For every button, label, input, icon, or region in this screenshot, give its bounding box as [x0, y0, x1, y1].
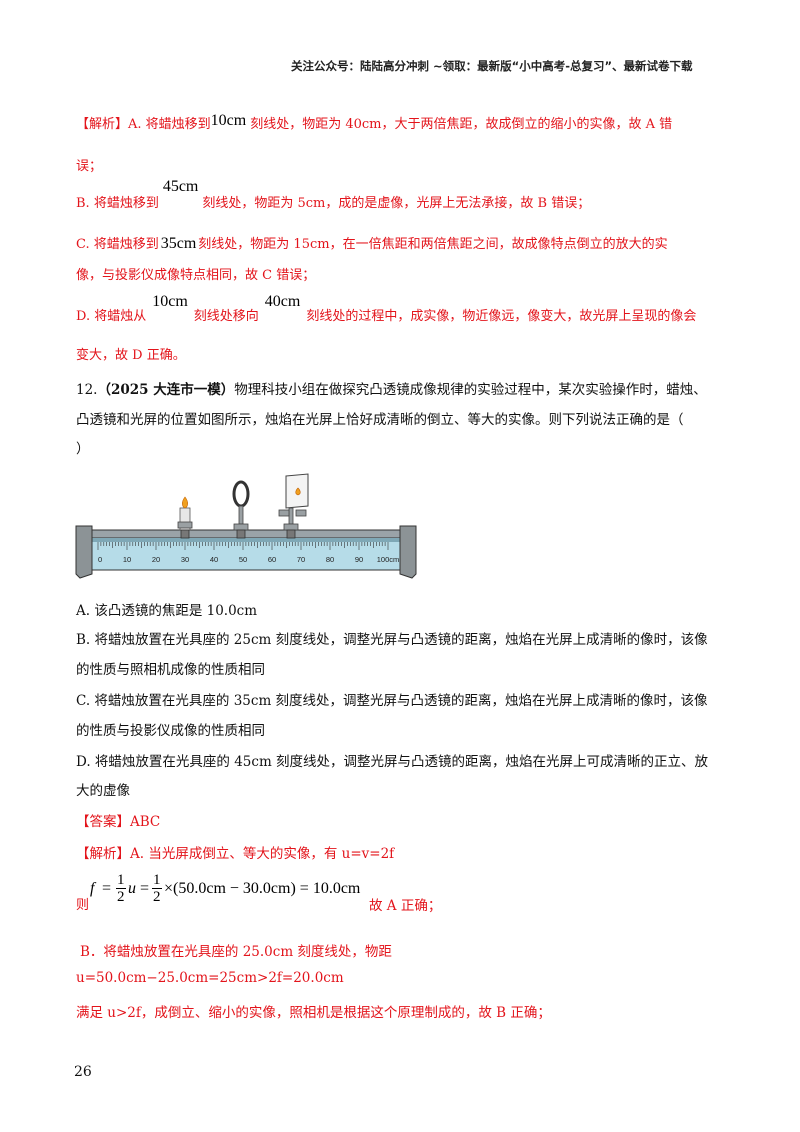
analysis-d-position-1: 10cm — [152, 293, 188, 310]
scale-tick-label: 80 — [326, 555, 334, 564]
option-c-line-2: 的性质与投影仪成像的性质相同 — [76, 723, 265, 739]
analysis-12-b-line-3: 满足 u>2f，成倒立、缩小的实像，照相机是根据这个原理制成的，故 B 正确； — [76, 1005, 551, 1021]
fraction-1-numerator: 1 — [116, 872, 126, 889]
fraction-1-denominator: 2 — [117, 889, 125, 905]
bench-scale-edge — [90, 538, 402, 542]
analysis-a-position: 10cm — [210, 112, 247, 129]
analysis-b-text-1: B. 将蜡烛移到 — [76, 196, 159, 211]
analysis-b-text-2: 刻线处，物距为 5cm，成的是虚像，光屏上无法承接，故 B 错误； — [202, 196, 591, 211]
answer-line: 【答案】ABC — [76, 814, 161, 830]
option-b-line-1: B. 将蜡烛放置在光具座的 25cm 刻度线处，调整光屏与凸透镜的距离，烛焰在光… — [76, 632, 708, 648]
option-d-line-1: D. 将蜡烛放置在光具座的 45cm 刻度线处，调整光屏与凸透镜的距离，烛焰在光… — [76, 754, 709, 770]
question-stem-1: 物理科技小组在做探究凸透镜成像规律的实验过程中，某次实验操作时，蜡烛、 — [234, 382, 707, 398]
analysis-12-a-line: 【解析】A. 当光屏成倒立、等大的实像，有 u=v=2f — [76, 846, 395, 862]
formula-equals-2: = — [140, 880, 150, 897]
scale-tick-label: 50 — [239, 555, 247, 564]
option-d-line-2: 大的虚像 — [76, 783, 130, 799]
candle-flame — [182, 496, 188, 509]
formula-rest: ×(50.0cm − 30.0cm) = 10.0cm — [164, 880, 361, 897]
option-c-line-1: C. 将蜡烛放置在光具座的 35cm 刻度线处，调整光屏与凸透镜的距离，烛焰在光… — [76, 693, 708, 709]
bench-top-rail — [80, 529, 414, 539]
analysis-d-position-2: 40cm — [264, 293, 301, 310]
analysis-d-text-1: D. 将蜡烛从 — [76, 309, 147, 324]
analysis-a-line-end: 误； — [76, 159, 103, 174]
page-number: 26 — [74, 1064, 92, 1080]
scale-tick-label: 70 — [297, 555, 305, 564]
analysis-d-line: D. 将蜡烛从 10cm 刻线处移向 40cm 刻线处的过程中，成实像，物近像远，像变大… — [76, 293, 697, 325]
scale-tick-label: 60 — [268, 555, 276, 564]
scale-tick-label: 100cm — [377, 555, 400, 564]
scale-ticks — [97, 542, 389, 550]
optical-bench-figure: 0 10 20 30 40 50 60 70 80 90 100cm — [75, 473, 417, 579]
analysis-d-text-3: 刻线处的过程中，成实像，物近像远，像变大，故光屏上呈现的像会 — [306, 309, 697, 324]
question-number: 12. — [76, 382, 98, 398]
scale-tick-labels: 0 10 20 30 40 50 60 70 80 90 100cm — [98, 555, 399, 564]
option-b-line-2: 的性质与照相机成像的性质相同 — [76, 662, 265, 678]
formula-f: f — [90, 880, 95, 897]
analysis-12-b-line-1: B．将蜡烛放置在光具座的 25.0cm 刻度线处，物距 — [80, 944, 392, 960]
lens-holder — [232, 480, 250, 539]
scale-tick-label: 20 — [152, 555, 160, 564]
fraction-2-numerator: 1 — [152, 872, 162, 889]
question-source: （2025 大连市一模） — [97, 382, 235, 398]
question-12-stem-line-3: ） — [76, 441, 90, 457]
scale-tick-label: 0 — [98, 555, 102, 564]
page-header: 关注公众号：陆陆高分冲刺 ~领取：最新版“小中高考-总复习”、最新试卷下载 — [291, 59, 693, 73]
analysis-d-line-end: 变大，故 D 正确。 — [76, 348, 186, 363]
formula-ze: 则 — [76, 898, 90, 913]
bench-right-end — [399, 525, 417, 579]
analysis-c-text-2: 刻线处，物距为 15cm，在一倍焦距和两倍焦距之间，故成像特点倒立的放大的实 — [198, 237, 668, 252]
scale-tick-label: 90 — [355, 555, 363, 564]
question-12-stem-line-2: 凸透镜和光屏的位置如图所示，烛焰在光屏上恰好成清晰的倒立、等大的实像。则下列说法… — [76, 412, 684, 428]
scale-tick-label: 30 — [181, 555, 189, 564]
scale-tick-label: 10 — [123, 555, 131, 564]
analysis-a-text-1: 【解析】A. 将蜡烛移到 — [76, 117, 211, 132]
candle-holder — [177, 496, 193, 539]
formula-equals: = — [102, 880, 112, 897]
fraction-2-denominator: 2 — [153, 889, 161, 905]
analysis-d-text-2: 刻线处移向 — [193, 309, 259, 324]
scale-tick-label: 40 — [210, 555, 218, 564]
analysis-c-position: 35cm — [160, 235, 197, 252]
analysis-c-text-1: C. 将蜡烛移到 — [76, 237, 159, 252]
question-12-stem-line-1: 12.（2025 大连市一模）物理科技小组在做探究凸透镜成像规律的实验过程中，某… — [76, 378, 707, 398]
option-a: A. 该凸透镜的焦距是 10.0cm — [76, 603, 258, 619]
analysis-a-text-2: 刻线处，物距为 40cm，大于两倍焦距，故成倒立的缩小的实像，故 A 错 — [250, 117, 673, 132]
analysis-12-b-line-2: u=50.0cm−25.0cm=25cm>2f=20.0cm — [76, 970, 344, 986]
bench-left-end — [75, 525, 93, 579]
formula-u: u — [128, 880, 136, 897]
analysis-b-position: 45cm — [162, 178, 199, 195]
analysis-c-line-end: 像，与投影仪成像特点相同，故 C 错误； — [76, 268, 316, 283]
screen-image-flame — [295, 487, 301, 496]
formula-conclusion: 故 A 正确； — [369, 898, 442, 914]
analysis-b-line: B. 将蜡烛移到45cm刻线处，物距为 5cm，成的是虚像，光屏上无法承接，故 … — [76, 178, 591, 212]
screen-holder — [278, 473, 309, 539]
